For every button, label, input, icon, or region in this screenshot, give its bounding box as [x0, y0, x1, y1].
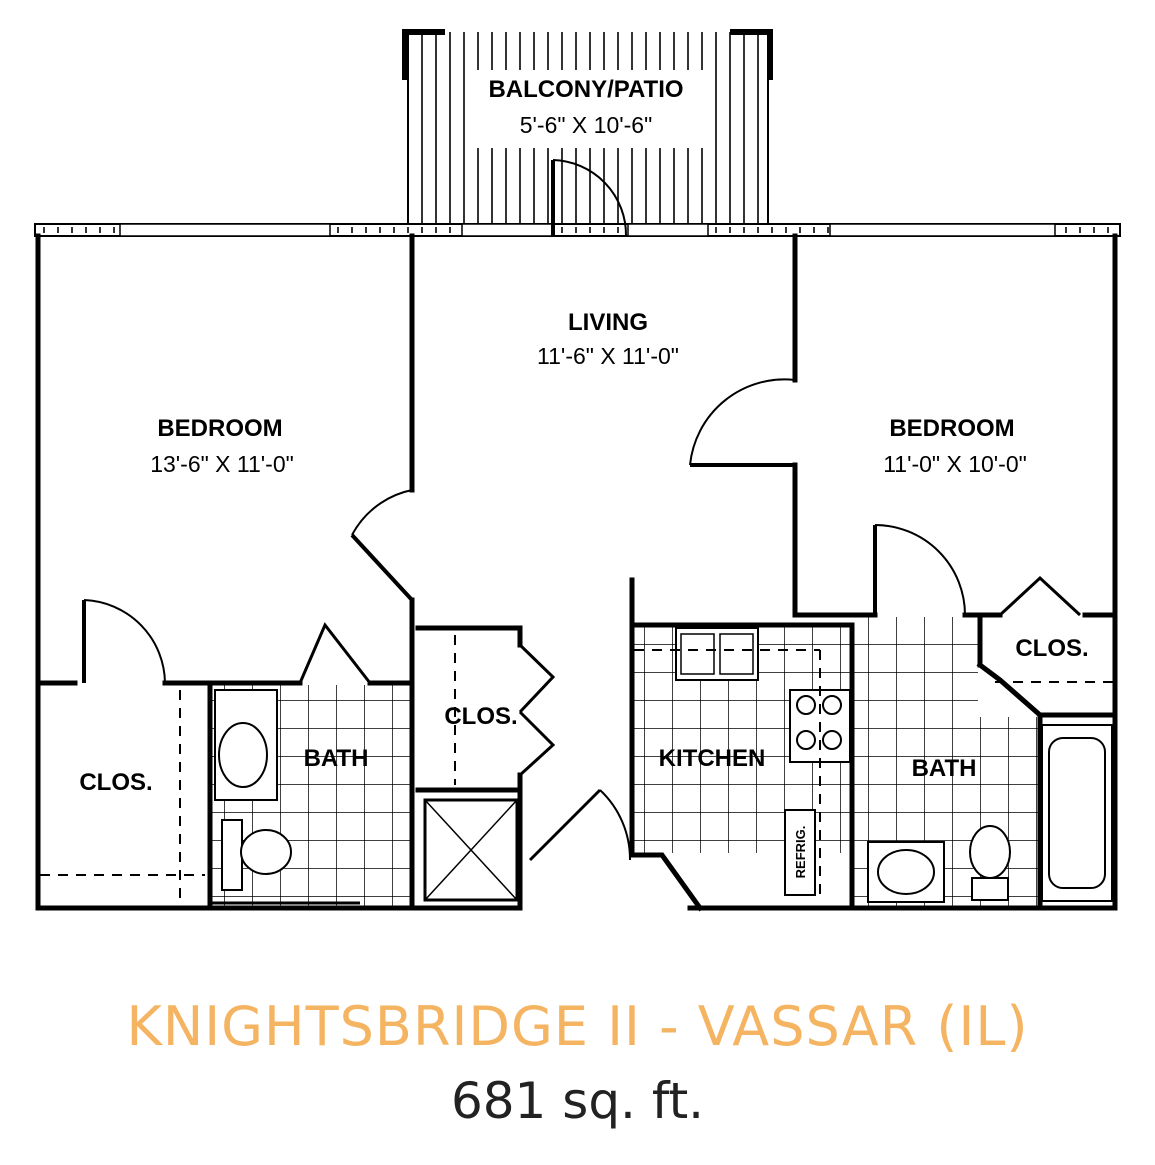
bath-left-label: BATH	[304, 745, 369, 772]
bath-right-fixtures	[867, 681, 1115, 903]
exterior-wall	[34, 223, 1121, 237]
refrigerator-label: REFRIG.	[793, 826, 808, 879]
balcony-area	[402, 29, 773, 228]
balcony-dims: 5'-6" X 10'-6"	[520, 112, 653, 138]
doors	[82, 378, 1082, 862]
balcony-label: BALCONY/PATIO	[488, 76, 683, 103]
walls	[35, 233, 1118, 912]
closet-left-label: CLOS.	[79, 769, 152, 796]
living-label: LIVING	[568, 309, 648, 336]
kitchen-label: KITCHEN	[659, 745, 766, 772]
floor-plan: BALCONY/PATIO 5'-6" X 10'-6" LIVING 11'-…	[34, 29, 1121, 912]
plan-area: 681 sq. ft.	[450, 1072, 705, 1130]
bedroom-right-label: BEDROOM	[889, 415, 1014, 442]
bath-right-label: BATH	[912, 755, 977, 782]
living-dims: 11'-6" X 11'-0"	[537, 343, 679, 369]
bedroom-left-label: BEDROOM	[157, 415, 282, 442]
closet-left-rods	[40, 635, 456, 900]
bath-left-fixtures	[212, 689, 519, 905]
kitchen-fixtures	[634, 627, 851, 900]
bedroom-left-dims: 13'-6" X 11'-0"	[150, 451, 294, 477]
closet-hall-label: CLOS.	[444, 703, 517, 730]
balcony-door	[551, 159, 628, 237]
closet-right-label: CLOS.	[1015, 635, 1088, 662]
bedroom-right-dims: 11'-0" X 10'-0"	[883, 451, 1027, 477]
plan-name: KNIGHTSBRIDGE II - VASSAR (IL)	[126, 995, 1029, 1058]
